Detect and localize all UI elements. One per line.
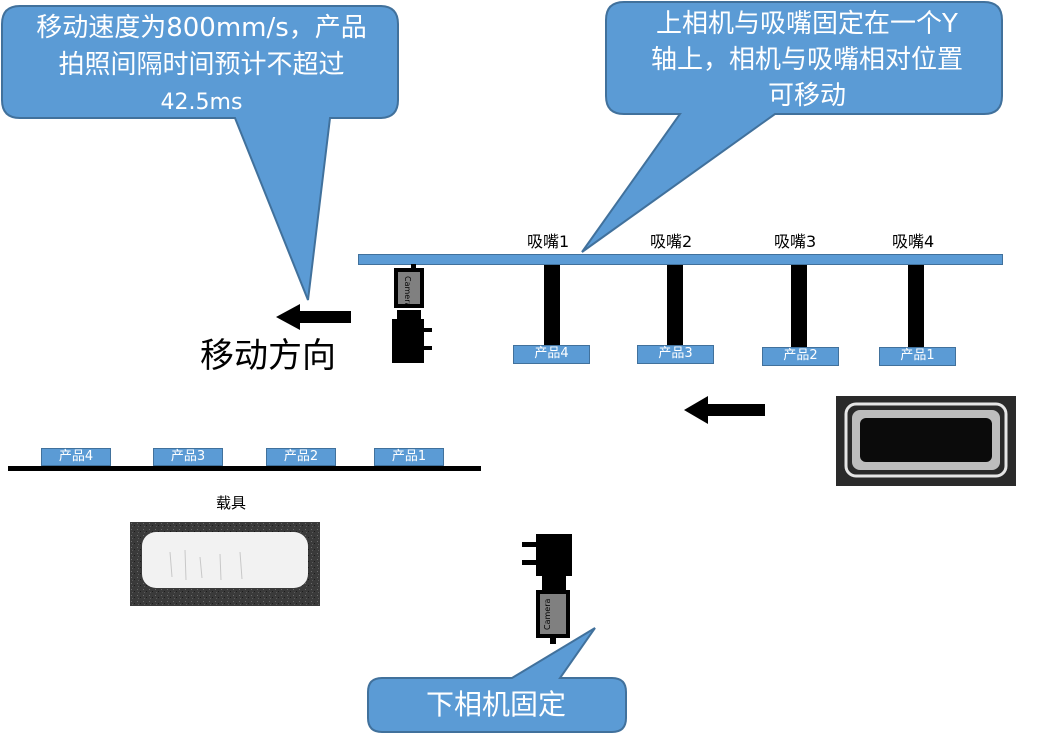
- top-camera-callout-line1: 上相机与吸嘴固定在一个Y: [656, 9, 958, 39]
- direction-arrow-left: [276, 304, 351, 330]
- nozzle-product-4: 产品4: [513, 345, 590, 364]
- y-axis-beam: [358, 254, 1003, 265]
- top-camera-callout-line2: 轴上，相机与吸嘴相对位置: [650, 45, 963, 75]
- top-camera-callout-balloon: [581, 1, 1003, 253]
- speed-callout-line2: 拍照间隔时间预计不超过: [58, 50, 345, 80]
- upper-camera-label: Camera: [403, 276, 412, 307]
- incoming-arrow: [684, 396, 765, 424]
- nozzle-label-1: 吸嘴1: [527, 232, 570, 251]
- direction-label: 移动方向: [200, 336, 336, 376]
- carrier-rail: [8, 466, 481, 471]
- top-camera-callout: 上相机与吸嘴固定在一个Y 轴上，相机与吸嘴相对位置 可移动: [612, 6, 1002, 114]
- carrier-label: 载具: [216, 494, 247, 512]
- bottom-camera-callout-balloon: [367, 627, 627, 733]
- speed-callout: 移动速度为800mm/s，产品 拍照间隔时间预计不超过 42.5ms: [14, 10, 389, 121]
- nozzle-product-1: 产品1: [879, 347, 956, 366]
- upper-camera: Camera: [392, 264, 432, 363]
- speed-callout-line1: 移动速度为800mm/s，产品: [36, 13, 367, 43]
- carrier-product-2: 产品2: [266, 448, 336, 466]
- lower-camera: Camera: [522, 534, 572, 644]
- nozzle-stem-3: [791, 265, 807, 347]
- speed-callout-balloon: [1, 5, 399, 301]
- nozzle-label-4: 吸嘴4: [892, 232, 935, 251]
- lower-camera-label: Camera: [543, 599, 552, 630]
- carrier-product-1: 产品1: [374, 448, 444, 466]
- nozzle-label-3: 吸嘴3: [774, 232, 817, 251]
- carrier-product-3: 产品3: [153, 448, 223, 466]
- product-sample-image: [836, 396, 1016, 486]
- top-camera-callout-line3: 可移动: [767, 81, 846, 111]
- carrier-sample-image: [130, 522, 320, 606]
- nozzle-product-2: 产品2: [762, 347, 839, 366]
- bottom-camera-callout: 下相机固定: [425, 688, 566, 721]
- carrier-product-4: 产品4: [41, 448, 111, 466]
- nozzle-stem-1: [544, 265, 560, 345]
- speed-callout-line3: 42.5ms: [160, 90, 243, 115]
- nozzle-product-3: 产品3: [637, 345, 714, 364]
- nozzle-stem-4: [908, 265, 924, 347]
- nozzle-stem-2: [667, 265, 683, 345]
- nozzle-label-2: 吸嘴2: [650, 232, 693, 251]
